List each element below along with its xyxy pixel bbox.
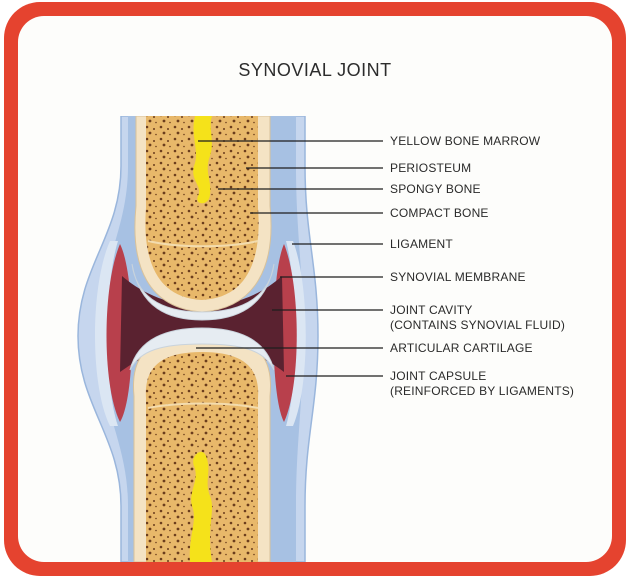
label-spongy-bone: SPONGY BONE xyxy=(390,182,481,197)
diagram-card: SYNOVIAL JOINT xyxy=(18,16,612,562)
label-joint-capsule: JOINT CAPSULE xyxy=(390,369,486,384)
label-periosteum: PERIOSTEUM xyxy=(390,161,471,176)
diagram-frame: SYNOVIAL JOINT xyxy=(4,2,626,576)
label-compact-bone: COMPACT BONE xyxy=(390,206,489,221)
label-ligament: LIGAMENT xyxy=(390,237,453,252)
label-yellow-bone-marrow: YELLOW BONE MARROW xyxy=(390,134,540,149)
label-joint-capsule-note: (REINFORCED BY LIGAMENTS) xyxy=(390,384,574,399)
label-synovial-membrane: SYNOVIAL MEMBRANE xyxy=(390,270,526,285)
label-articular-cartilage: ARTICULAR CARTILAGE xyxy=(390,341,533,356)
label-joint-cavity: JOINT CAVITY xyxy=(390,303,473,318)
label-joint-cavity-note: (CONTAINS SYNOVIAL FLUID) xyxy=(390,318,565,333)
synovial-joint-illustration xyxy=(18,16,612,562)
